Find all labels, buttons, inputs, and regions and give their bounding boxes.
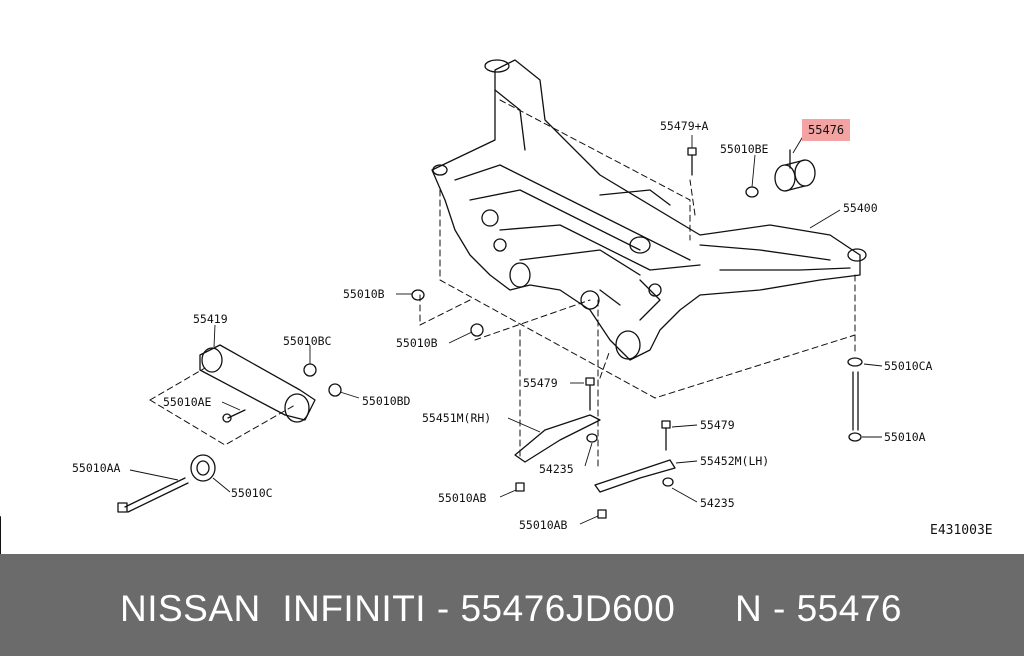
callout-55010ab-1: 55010AB	[438, 491, 487, 505]
callout-55010b-1: 55010B	[343, 287, 385, 301]
callout-55479-1: 55479	[523, 376, 558, 390]
callout-55451m-rh: 55451M(RH)	[422, 411, 492, 425]
diagram-code: E431003E	[930, 523, 993, 538]
callout-54235-1: 54235	[539, 462, 574, 476]
callout-55010c: 55010C	[231, 486, 273, 500]
diagram-drawing	[0, 59, 883, 554]
callout-55010be: 55010BE	[720, 142, 769, 156]
part-reference-text: N - 55476	[735, 588, 902, 629]
callout-55010ae: 55010AE	[163, 395, 212, 409]
callout-55010a: 55010A	[884, 430, 926, 444]
callout-55400: 55400	[843, 201, 878, 215]
callout-54235-2: 54235	[700, 496, 735, 510]
callout-55010ca: 55010CA	[884, 359, 933, 373]
callout-55479-2: 55479	[700, 418, 735, 432]
part-footer-banner: NISSAN INFINITI - 55476JD600 N - 55476	[0, 554, 1024, 656]
callout-55010ab-2: 55010AB	[519, 518, 568, 532]
parts-diagram: 55479+A 55476 55010BE 55400 55010B 55010…	[0, 59, 993, 554]
callout-55010aa: 55010AA	[72, 461, 121, 475]
callout-55010bc: 55010BC	[283, 334, 332, 348]
callout-55010b-2: 55010B	[396, 336, 438, 350]
callout-55452m-lh: 55452M(LH)	[700, 454, 770, 468]
callout-55476-highlighted: 55476	[802, 119, 851, 141]
callout-55479a: 55479+A	[660, 119, 709, 133]
callout-55419: 55419	[193, 312, 228, 326]
callout-55010bd: 55010BD	[362, 394, 411, 408]
part-number-text: NISSAN INFINITI - 55476JD600	[120, 588, 676, 629]
